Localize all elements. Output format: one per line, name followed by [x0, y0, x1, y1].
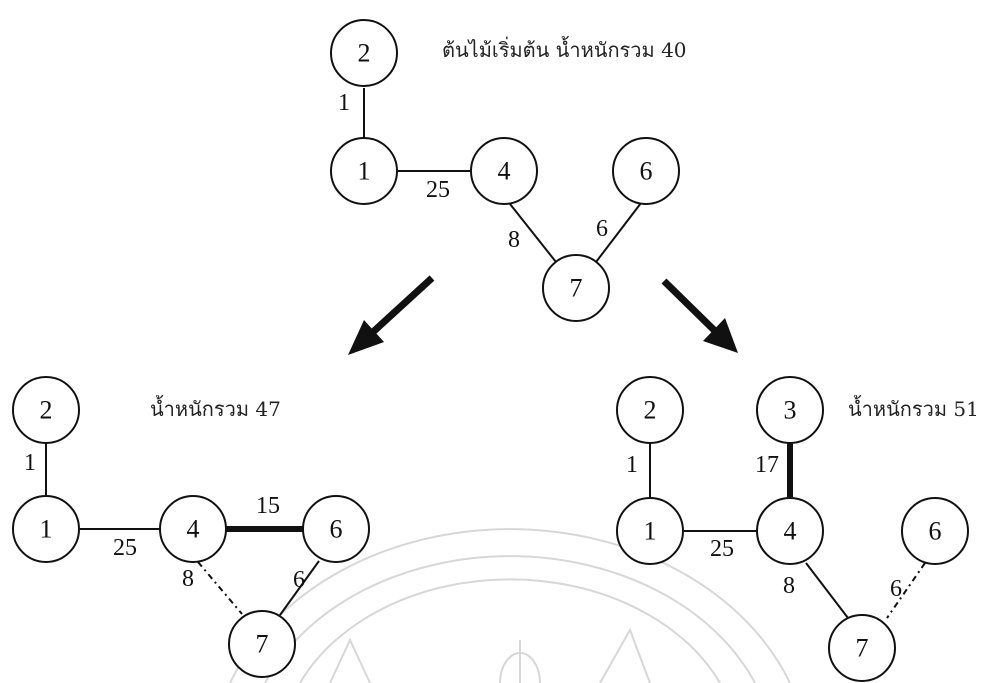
weight-label: 8 [182, 566, 194, 592]
tree-node: 4 [159, 495, 227, 563]
right-tree: 1 17 25 8 6 2 3 1 4 6 7 น้ำหนักรวม 51 [616, 376, 979, 682]
weight-label: 25 [710, 536, 734, 562]
svg-text:6: 6 [640, 157, 653, 186]
tree-node: 6 [901, 497, 969, 565]
tree-node: 2 [616, 376, 684, 444]
svg-text:2: 2 [644, 396, 657, 425]
weight-label: 6 [293, 567, 305, 593]
watermark-seal [229, 528, 791, 683]
tree-node: 7 [828, 614, 896, 682]
tree-node: 3 [756, 376, 824, 444]
tree-node: 7 [542, 254, 610, 322]
tree-node: 7 [228, 610, 296, 678]
tree-node: 6 [302, 495, 370, 563]
svg-text:1: 1 [40, 515, 53, 544]
weight-label: 1 [338, 90, 350, 116]
svg-text:2: 2 [40, 396, 53, 425]
tree-node: 2 [12, 376, 80, 444]
left-tree: 1 25 15 8 6 2 1 4 6 7 น้ำหนักรวม 47 [12, 376, 370, 678]
tree-caption: น้ำหนักรวม 47 [150, 395, 281, 421]
tree-node: 2 [330, 19, 398, 87]
svg-text:7: 7 [570, 274, 583, 303]
svg-text:4: 4 [187, 515, 200, 544]
tree-node: 6 [612, 137, 680, 205]
tree-caption: ต้นไม้เริ่มต้น น้ำหนักรวม 40 [442, 36, 687, 62]
svg-text:1: 1 [644, 517, 657, 546]
weight-label: 25 [426, 177, 450, 203]
svg-text:2: 2 [358, 39, 371, 68]
svg-text:7: 7 [256, 630, 269, 659]
svg-text:7: 7 [856, 634, 869, 663]
arrow-right [661, 278, 738, 353]
weight-label: 8 [783, 573, 795, 599]
svg-text:6: 6 [330, 515, 343, 544]
weight-label: 15 [256, 493, 280, 519]
svg-text:4: 4 [784, 517, 797, 546]
tree-node: 1 [330, 137, 398, 205]
tree-node: 1 [616, 497, 684, 565]
weight-label: 25 [113, 535, 137, 561]
tree-node: 4 [470, 137, 538, 205]
tree-caption: น้ำหนักรวม 51 [848, 395, 979, 421]
tree-node: 1 [12, 495, 80, 563]
weight-label: 17 [755, 452, 779, 478]
weight-label: 1 [24, 450, 36, 476]
svg-text:3: 3 [784, 396, 797, 425]
svg-text:4: 4 [498, 157, 511, 186]
weight-label: 8 [508, 227, 520, 253]
tree-node: 4 [756, 497, 824, 565]
arrow-left [348, 275, 435, 355]
weight-label: 1 [626, 452, 638, 478]
weight-label: 6 [890, 576, 902, 602]
svg-text:6: 6 [929, 517, 942, 546]
svg-text:1: 1 [358, 157, 371, 186]
weight-label: 6 [596, 216, 608, 242]
initial-tree: 1 25 8 6 2 1 4 6 7 ต้นไม้เริ่มต้น น้ำหนั… [330, 19, 687, 322]
